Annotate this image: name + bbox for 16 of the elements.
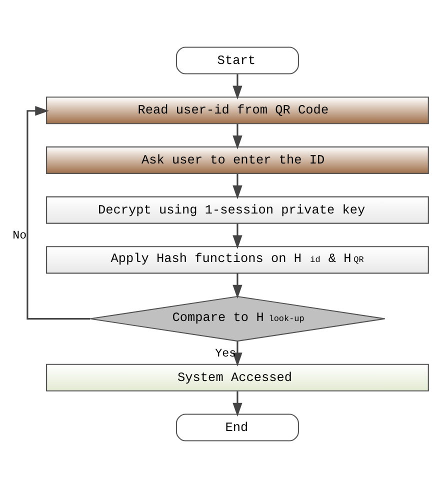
node-box: Decrypt using 1-session private key	[46, 196, 429, 224]
node-box: Ask user to enter the ID	[46, 146, 429, 174]
node-box: End	[176, 414, 299, 442]
arrow	[232, 273, 242, 299]
node-box: Start	[176, 46, 299, 74]
arrow	[232, 341, 242, 366]
arrow	[232, 124, 242, 150]
arrow	[232, 391, 242, 417]
arrow	[232, 174, 242, 200]
edge-label: No	[12, 228, 27, 242]
node-box: Read user-id from QR Code	[46, 96, 429, 124]
node-box: System Accessed	[46, 364, 429, 392]
edge-label: Yes	[215, 346, 236, 361]
arrow	[26, 106, 90, 320]
arrow	[232, 74, 242, 100]
arrow	[232, 224, 242, 250]
